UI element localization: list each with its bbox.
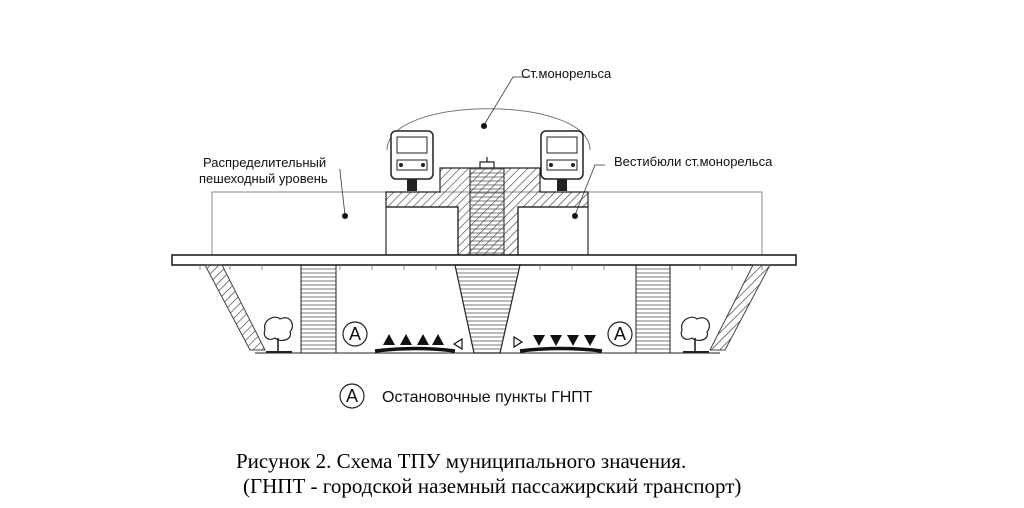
callouts <box>339 76 605 216</box>
embankment-right <box>709 264 771 351</box>
stop-symbol-right: A <box>607 321 633 347</box>
vestibule-right <box>517 206 589 256</box>
direction-arrows-left-icon <box>383 334 463 351</box>
label-distribution-level-1: Распределительный <box>203 155 326 170</box>
callout-dot-level <box>342 213 348 219</box>
monorail-train-right-icon <box>540 130 584 191</box>
label-monorail-vestibules: Вестибюли ст.монорельса <box>614 154 773 169</box>
deck-slab <box>171 254 797 266</box>
legend-text: Остановочные пункты ГНПТ <box>382 389 593 406</box>
deck-ribs <box>199 265 763 270</box>
legend-stop-symbol: A <box>339 383 365 409</box>
platform-left <box>374 346 456 353</box>
svg-text:A: A <box>349 324 361 344</box>
svg-text:A: A <box>614 324 626 344</box>
figure-caption-line1: Рисунок 2. Схема ТПУ муниципального знач… <box>236 449 687 473</box>
embankment-left <box>204 264 266 351</box>
column-right <box>635 264 671 354</box>
monorail-central-column <box>469 167 505 256</box>
vestibule-left <box>385 206 459 256</box>
monorail-train-left-icon <box>390 130 434 191</box>
rail-symbol-icon <box>479 157 495 168</box>
column-left <box>300 264 337 354</box>
central-pier <box>454 264 521 354</box>
callout-dot-vestibule <box>572 213 578 219</box>
label-monorail-station: Ст.монорельса <box>521 66 612 81</box>
tree-left-icon <box>263 316 293 353</box>
svg-text:A: A <box>346 386 358 406</box>
tpu-scheme-diagram: Ст.монорельса Распределительный пешеходн… <box>171 66 797 409</box>
stop-symbol-left: A <box>342 321 368 347</box>
direction-arrows-right-icon <box>513 335 596 349</box>
figure-caption-line2: (ГНПТ - городской наземный пассажирский … <box>243 474 742 498</box>
platform-right <box>519 346 603 353</box>
callout-dot-station <box>481 123 487 129</box>
tree-right-icon <box>680 316 710 353</box>
label-distribution-level-2: пешеходный уровень <box>199 171 328 186</box>
